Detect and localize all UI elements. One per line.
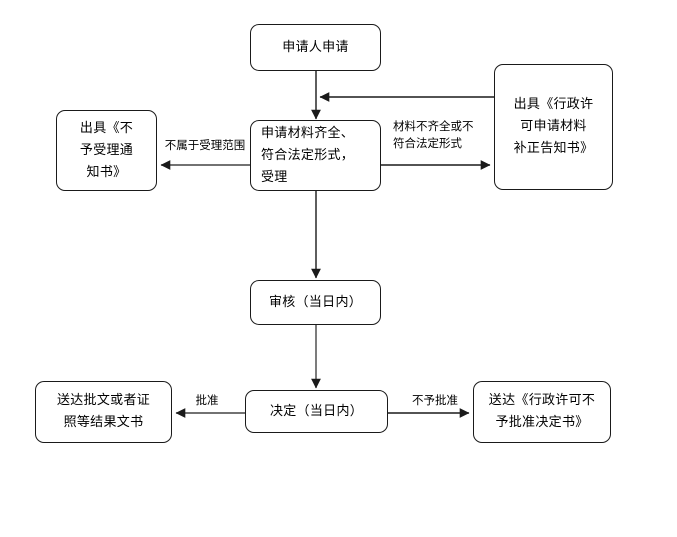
node-decision-same-day-label: 决定（当日内）: [269, 403, 364, 419]
node-issue-supplement-notice-label: 出具《行政许 可申请材料 补正告知书》: [513, 97, 594, 156]
node-issue-supplement-notice[interactable]: 出具《行政许 可申请材料 补正告知书》: [494, 64, 613, 190]
node-materials-complete-accept[interactable]: 申请材料齐全、 符合法定形式， 受理: [250, 120, 381, 191]
edge-label-not-in-scope: 不属于受理范围: [164, 138, 246, 152]
edge-label-incomplete-materials: 材料不齐全或不 符合法定形式: [393, 119, 474, 150]
node-deliver-approval-documents[interactable]: 送达批文或者证 照等结果文书: [35, 381, 172, 443]
node-issue-non-acceptance-notice[interactable]: 出具《不 予受理通 知书》: [56, 110, 157, 191]
node-review-same-day-label: 审核（当日内）: [268, 294, 363, 310]
node-deliver-approval-documents-label: 送达批文或者证 照等结果文书: [56, 393, 151, 430]
edge-label-approve: 批准: [195, 393, 219, 407]
node-applicant-application[interactable]: 申请人申请: [250, 24, 381, 71]
node-decision-same-day[interactable]: 决定（当日内）: [245, 390, 388, 433]
edge-label-not-approve: 不予批准: [412, 393, 458, 407]
node-applicant-application-label: 申请人申请: [282, 39, 349, 55]
node-review-same-day[interactable]: 审核（当日内）: [250, 280, 381, 325]
node-materials-complete-accept-label: 申请材料齐全、 符合法定形式， 受理: [261, 125, 355, 185]
node-deliver-rejection-decision[interactable]: 送达《行政许可不 予批准决定书》: [473, 381, 611, 443]
node-issue-non-acceptance-notice-label: 出具《不 予受理通 知书》: [79, 120, 134, 180]
node-deliver-rejection-decision-label: 送达《行政许可不 予批准决定书》: [488, 393, 596, 430]
